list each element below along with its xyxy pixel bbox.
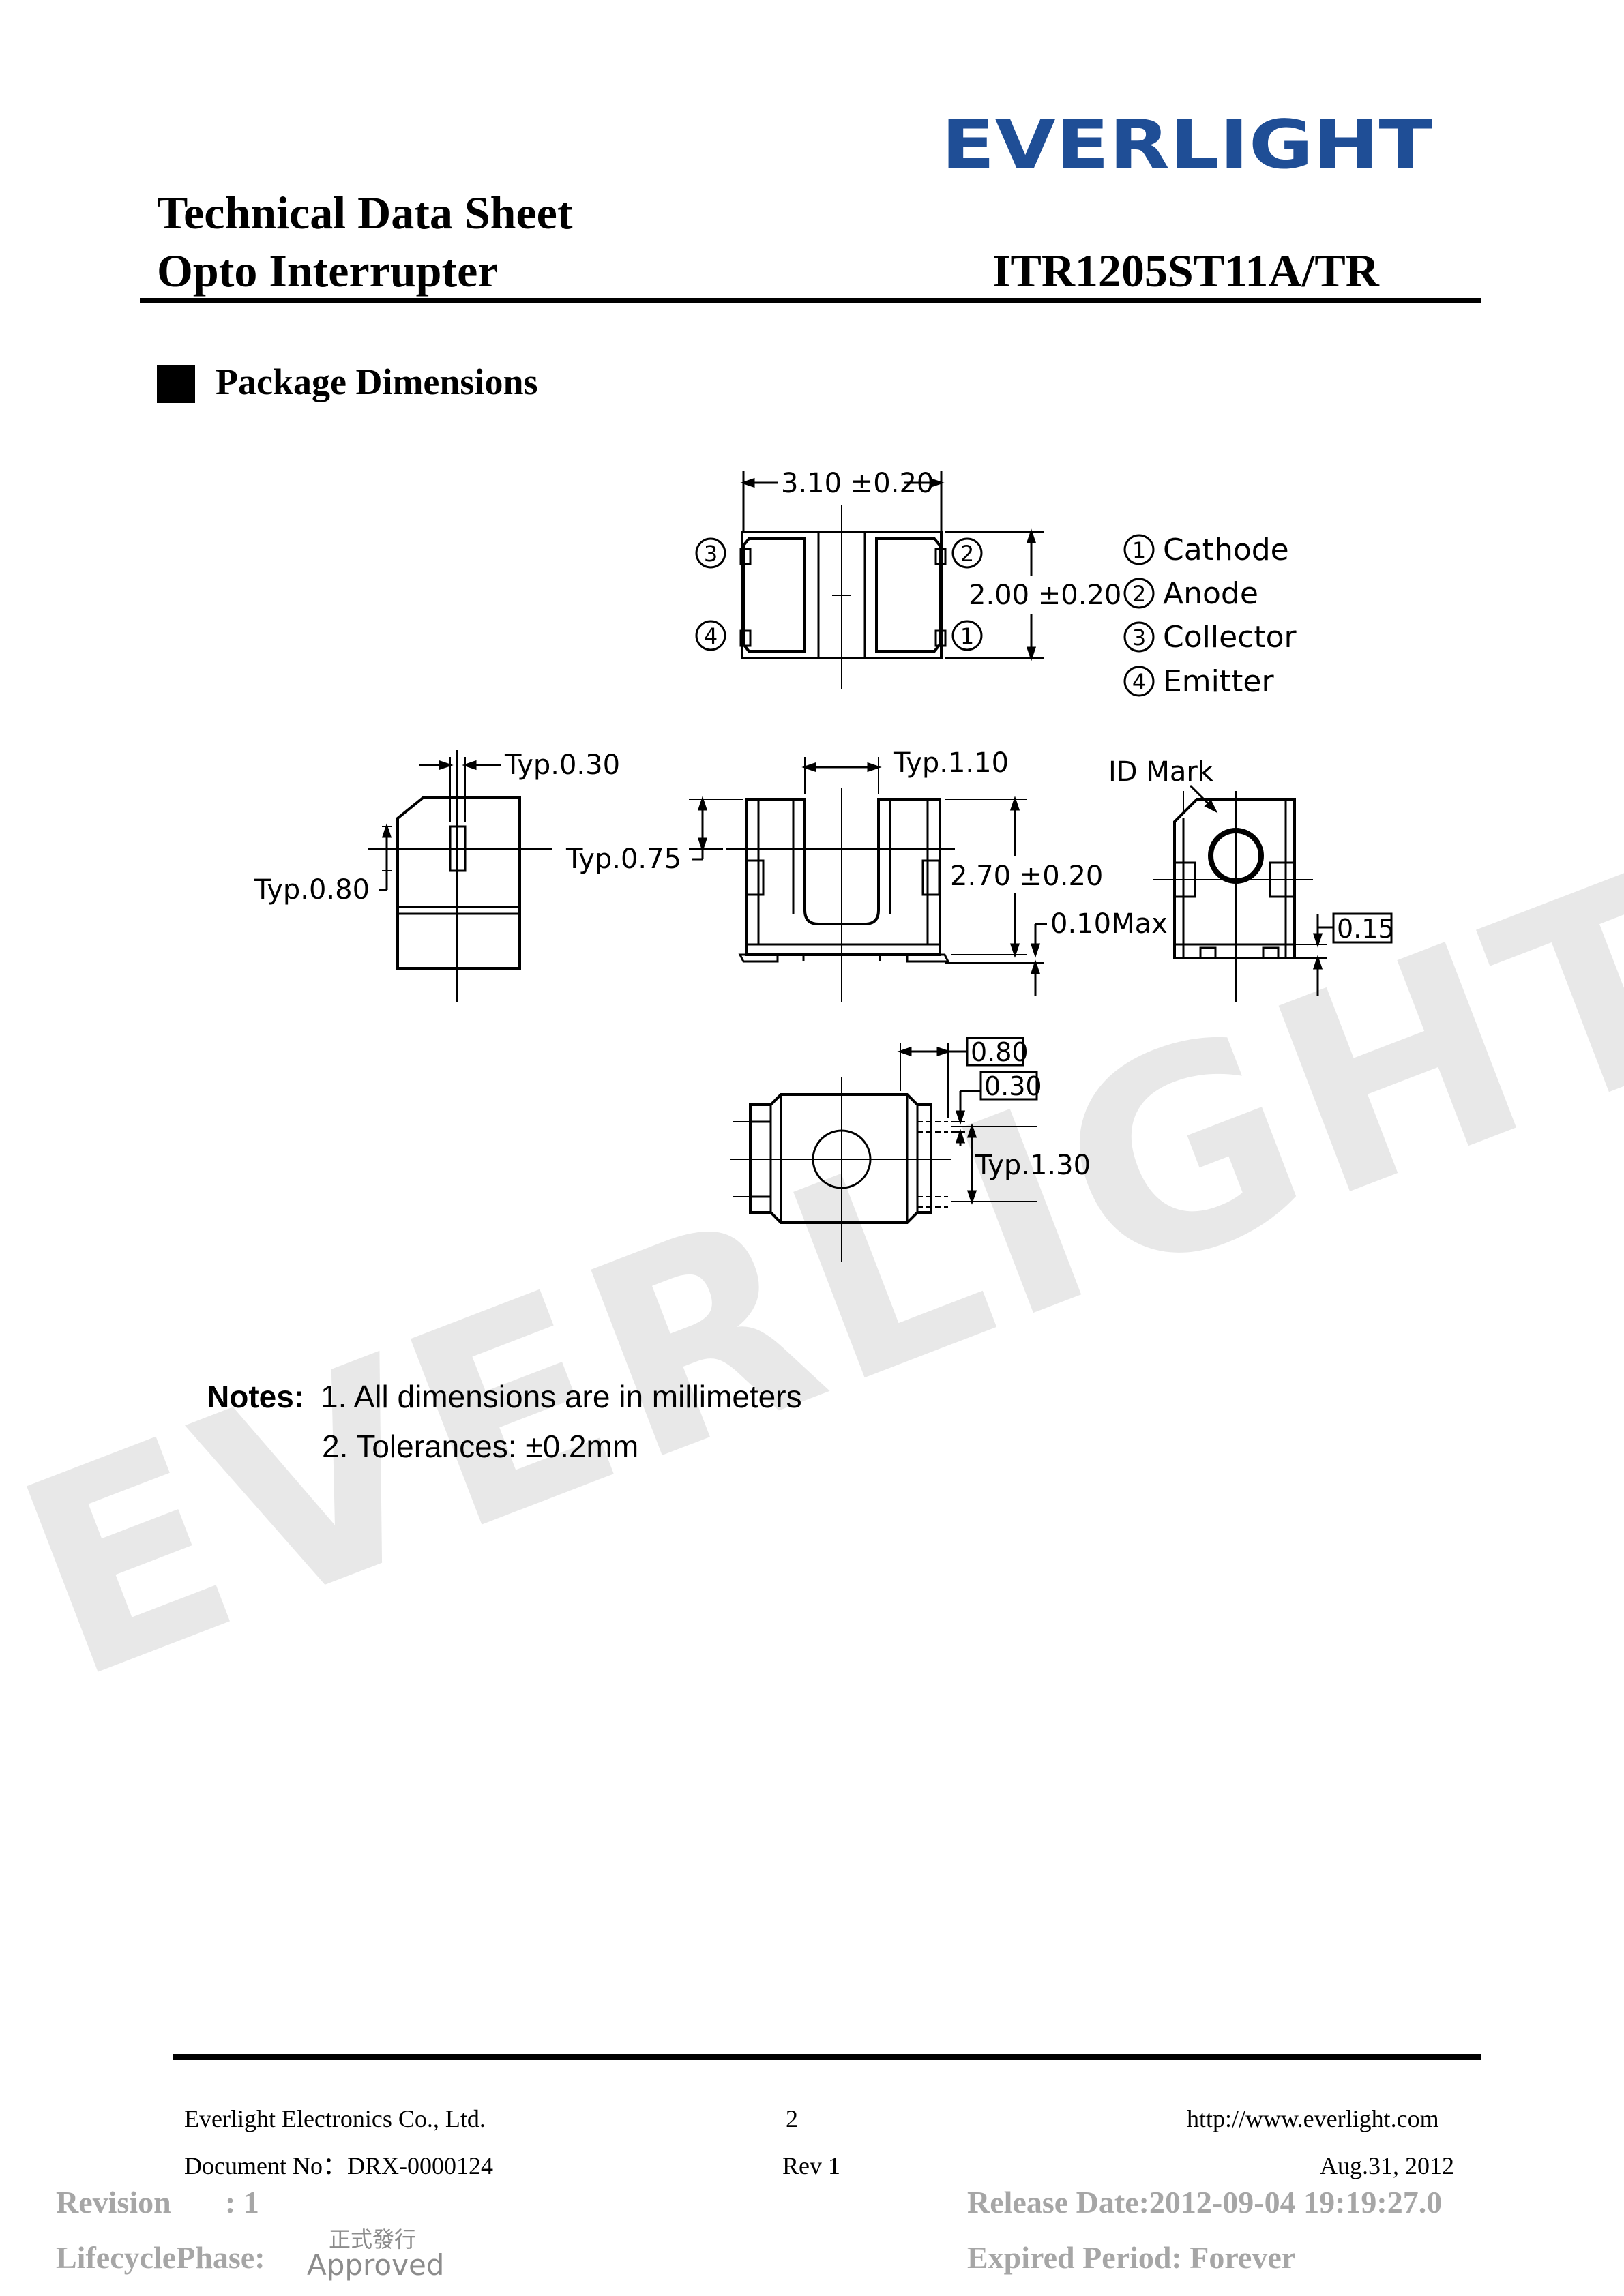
box-015-label: 0.15 (1337, 914, 1395, 944)
note-item-1: 1. All dimensions are in millimeters (321, 1379, 802, 1414)
footer-date: Aug.31, 2012 (1320, 2152, 1454, 2179)
pin-legend-num-3: 3 (1132, 625, 1146, 651)
typ-130-label: Typ.1.30 (975, 1150, 1091, 1181)
footer-url: http://www.everlight.com (1187, 2105, 1439, 2132)
section-bullet (157, 365, 195, 403)
bottom-view: 0.80 0.30 Typ.1.30 (730, 1037, 1091, 1262)
dim-height-label: 2.00 ±0.20 (969, 580, 1121, 611)
top-view: 3.10 ±0.20 2.00 ±0.20 3 4 2 1 (695, 468, 1121, 689)
dim-width-label: 3.10 ±0.20 (781, 468, 934, 499)
typ-080-label: Typ.0.80 (254, 874, 370, 906)
box-030-label: 0.30 (984, 1071, 1042, 1101)
pin-label-bottom-right: 1 (960, 623, 974, 649)
pin-legend-num-1: 1 (1132, 537, 1146, 563)
pin-legend-num-2: 2 (1132, 581, 1146, 607)
footer-page: 2 (786, 2105, 798, 2132)
revision-value: : 1 (225, 2185, 259, 2220)
front-view: Typ.1.10 Typ.0.75 2.70 ±0.20 0.10Max (565, 747, 1168, 1002)
release-date: Release Date:2012-09-04 19:19:27.0 (967, 2185, 1443, 2220)
revision-label: Revision (56, 2185, 171, 2220)
part-number: ITR1205ST11A/TR (992, 245, 1379, 297)
everlight-logo: EVERLIGHT (941, 116, 1432, 177)
notes-label: Notes: (207, 1379, 305, 1414)
pin-legend: 1 Cathode 2 Anode 3 Collector 4 Emitter (1123, 533, 1297, 699)
expired-period: Expired Period: Forever (967, 2240, 1296, 2275)
doc-title: Technical Data Sheet (157, 187, 573, 239)
dim-270-label: 2.70 ±0.20 (950, 861, 1103, 892)
max-010-label: 0.10Max (1050, 908, 1168, 940)
footer-company: Everlight Electronics Co., Ltd. (184, 2105, 486, 2132)
header-rule (140, 298, 1481, 303)
typ-075-label: Typ.0.75 (565, 844, 681, 875)
package-drawing: 3.10 ±0.20 2.00 ±0.20 3 4 2 1 (254, 468, 1395, 1262)
pin-legend-name-1: Cathode (1163, 533, 1289, 567)
logo-text: EVERLIGHT (941, 116, 1432, 177)
note-item-2: 2. Tolerances: ±0.2mm (322, 1429, 639, 1464)
typ-110-label: Typ.1.10 (893, 747, 1009, 779)
typ-030-label: Typ.0.30 (504, 749, 620, 781)
pin-label-top-right: 2 (960, 541, 974, 567)
side-view: Typ.0.30 Typ.0.80 (254, 749, 620, 1002)
footer-rev: Rev 1 (782, 2152, 840, 2179)
box-080-label: 0.80 (971, 1037, 1029, 1067)
pin-legend-name-4: Emitter (1163, 664, 1274, 699)
footer-rule (173, 2054, 1481, 2060)
doc-subtitle: Opto Interrupter (157, 245, 499, 297)
approved-stamp-cn: 正式發行 (329, 2226, 417, 2252)
pin-legend-num-4: 4 (1132, 669, 1146, 695)
pin-label-top-left: 3 (704, 541, 718, 567)
back-view: ID Mark 0.15 (1108, 756, 1395, 1002)
approved-stamp-en: Approved (307, 2248, 445, 2282)
lifecycle-label: LifecyclePhase: (56, 2240, 265, 2275)
id-mark-label: ID Mark (1108, 756, 1214, 788)
section-title: Package Dimensions (216, 361, 538, 402)
footer-doc-no: Document No：DRX-0000124 (184, 2152, 493, 2179)
pin-legend-name-2: Anode (1163, 576, 1258, 611)
pin-label-bottom-left: 4 (704, 623, 718, 649)
pin-legend-name-3: Collector (1163, 620, 1297, 655)
